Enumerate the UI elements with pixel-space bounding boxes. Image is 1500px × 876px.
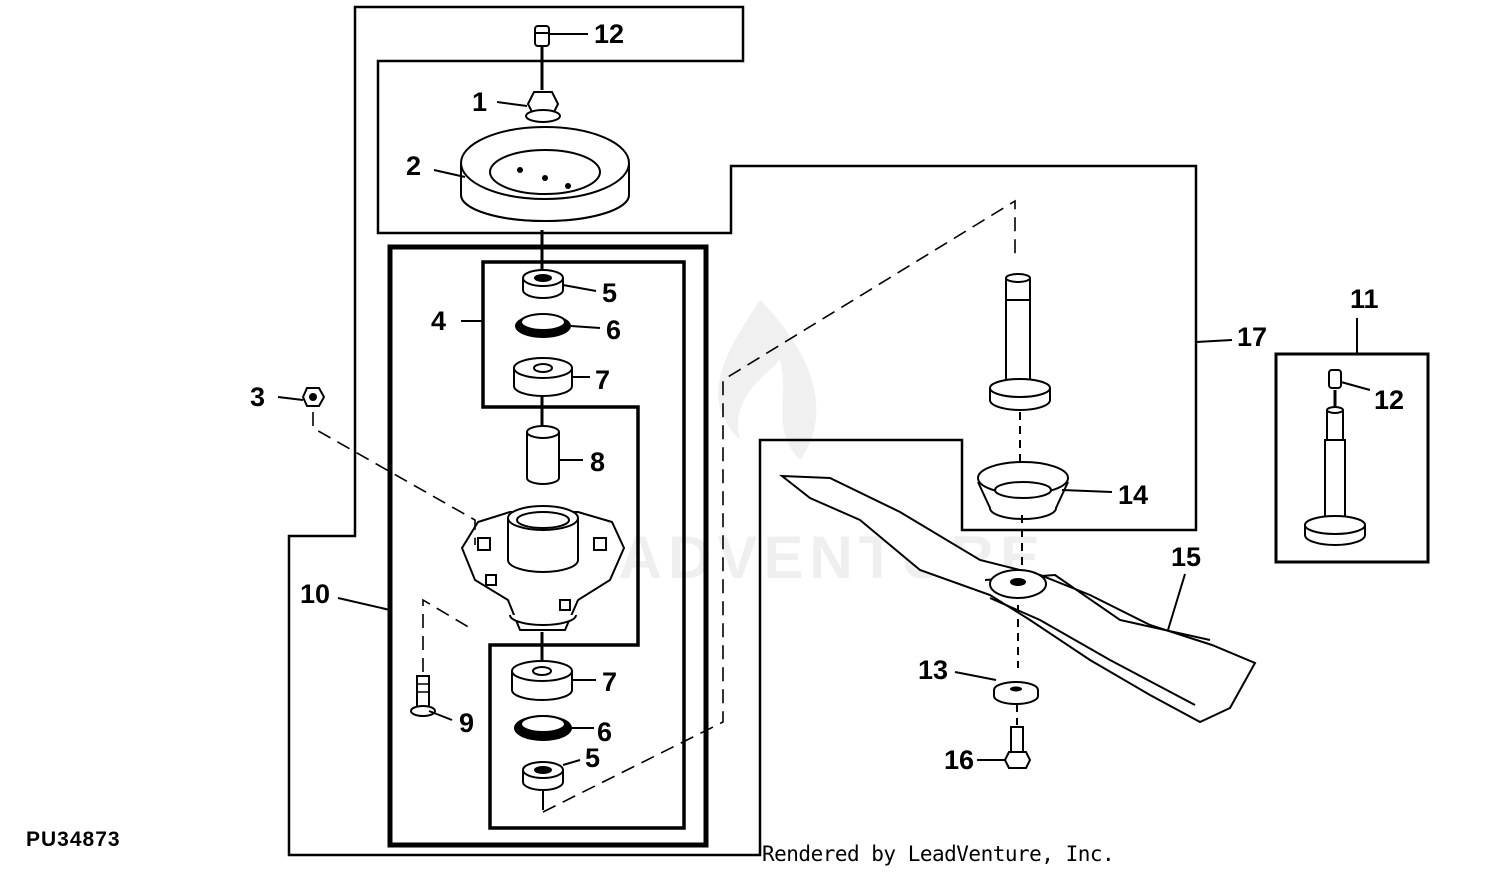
spacer-part <box>526 425 560 485</box>
leader-2 <box>433 169 466 178</box>
callout-7-lower: 7 <box>602 667 617 697</box>
callout-13: 13 <box>918 655 948 685</box>
callout-6-lower: 6 <box>597 717 612 747</box>
leader-5-upper <box>562 284 597 292</box>
washer-part <box>993 681 1039 705</box>
leader-12-kit <box>1340 381 1371 391</box>
callout-14: 14 <box>1118 480 1148 510</box>
blade-bolt-part <box>1003 726 1032 769</box>
callout-4: 4 <box>431 306 446 336</box>
callout-9: 9 <box>459 708 474 738</box>
callout-17: 17 <box>1237 322 1267 352</box>
grease-fitting-part <box>534 25 550 47</box>
render-credit: Rendered by LeadVenture, Inc. <box>762 842 1115 866</box>
pulley-part <box>460 126 630 222</box>
leader-17 <box>1195 339 1233 343</box>
spindle-shaft-part <box>989 273 1051 411</box>
spindle-kit-part <box>1304 369 1366 546</box>
callout-10: 10 <box>300 579 330 609</box>
frame-group-4-outer <box>387 244 709 848</box>
callout-1: 1 <box>472 87 487 117</box>
callout-2: 2 <box>406 151 421 181</box>
leader-3 <box>277 396 304 401</box>
callout-15: 15 <box>1171 542 1201 572</box>
leader-15 <box>1167 573 1186 631</box>
nut-part <box>525 91 561 123</box>
mower-blade-part <box>778 474 1257 724</box>
lock-nut-part <box>301 387 326 407</box>
callout-7-upper: 7 <box>595 365 610 395</box>
callout-11: 11 <box>1350 284 1379 314</box>
leader-14 <box>1061 489 1113 493</box>
callout-5-lower: 5 <box>585 743 600 773</box>
bearing-upper-part <box>513 357 573 397</box>
callout-8: 8 <box>590 447 605 477</box>
frame-group-10 <box>287 5 1198 857</box>
seal-lower-part <box>514 715 572 741</box>
blade-adapter-cup-part <box>977 461 1069 520</box>
watermark-flame-icon <box>718 300 817 460</box>
callout-5-upper: 5 <box>602 278 617 308</box>
frame-group-4-inner <box>481 260 686 830</box>
leader-10 <box>337 597 391 611</box>
callout-6-upper: 6 <box>606 315 621 345</box>
carriage-bolt-part <box>410 675 436 717</box>
frame-group-11 <box>1274 352 1430 564</box>
callout-12-kit: 12 <box>1374 385 1404 415</box>
callout-3: 3 <box>250 382 265 412</box>
bearing-nut-lower-part <box>522 761 564 810</box>
figure-id: PU34873 <box>26 828 121 851</box>
bearing-lower-part <box>511 660 573 701</box>
bearing-nut-upper-part <box>522 269 564 299</box>
leader-1 <box>496 101 528 107</box>
spindle-housing-part <box>460 505 626 631</box>
leader-5-lower <box>562 759 581 766</box>
assembly-line-nut-3 <box>312 412 476 545</box>
assembly-line-bolt-9 <box>422 598 471 672</box>
leader-9 <box>428 710 453 721</box>
leader-13 <box>954 671 997 681</box>
callout-16: 16 <box>944 745 974 775</box>
callout-12-top: 12 <box>594 19 624 49</box>
leader-6-upper <box>570 325 601 329</box>
assembly-line-spindle <box>542 199 1016 813</box>
seal-upper-part <box>515 313 571 338</box>
